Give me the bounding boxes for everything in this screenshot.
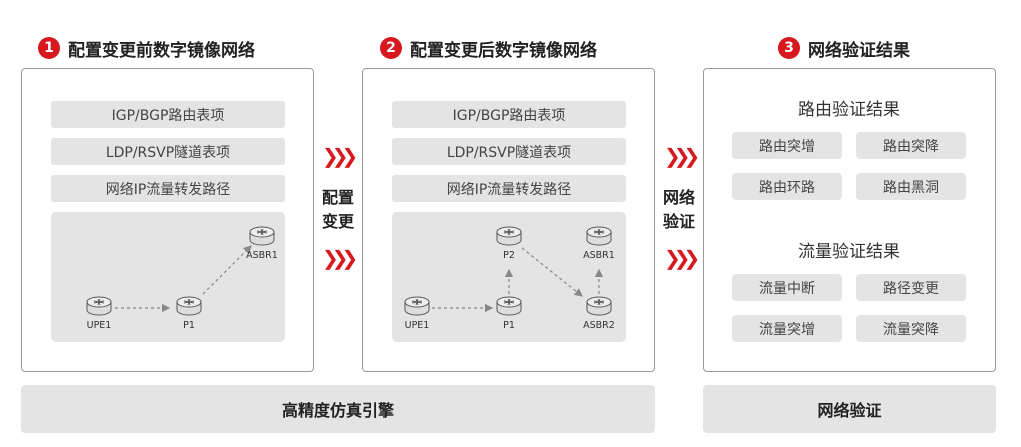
step-number-badge: 1 xyxy=(38,37,60,59)
node-label: ASBR1 xyxy=(246,250,278,261)
section-heading-before: 1 配置变更前数字镜像网络 xyxy=(38,36,255,61)
node-label: ASBR2 xyxy=(583,320,615,331)
table-bar-ldp-rsvp: LDP/RSVP隧道表项 xyxy=(392,138,626,165)
router-icon xyxy=(249,226,275,246)
network-verify-label-line2: 验证 xyxy=(662,212,695,231)
chevron-arrow-icon: ❯❯❯ xyxy=(664,144,700,168)
result-tag: 路由环路 xyxy=(732,173,842,200)
link-p2-asbr2 xyxy=(521,247,583,297)
config-change-label: 配置 变更 xyxy=(314,186,362,234)
router-icon xyxy=(176,296,202,316)
node-label: ASBR1 xyxy=(583,250,615,261)
result-tag: 路由黑洞 xyxy=(856,173,966,200)
node-label: P1 xyxy=(503,320,515,331)
table-bar-igp-bgp: IGP/BGP路由表项 xyxy=(392,101,626,128)
node-label: P2 xyxy=(503,250,515,261)
config-change-label-line1: 配置 xyxy=(321,188,354,207)
node-label: UPE1 xyxy=(405,320,430,331)
topology-before: UPE1 P1 ASBR1 xyxy=(51,212,285,342)
panel-before: IGP/BGP路由表项 LDP/RSVP隧道表项 网络IP流量转发路径 xyxy=(21,68,314,372)
config-change-label-line2: 变更 xyxy=(321,212,354,231)
network-verify-label-line1: 网络 xyxy=(662,188,695,207)
section-title: 配置变更后数字镜像网络 xyxy=(410,40,597,61)
chevron-arrow-icon: ❯❯❯ xyxy=(664,246,700,270)
result-tag: 流量突降 xyxy=(856,315,966,342)
network-verify-bar: 网络验证 xyxy=(703,385,996,433)
table-bar-igp-bgp: IGP/BGP路由表项 xyxy=(51,101,285,128)
step-number-badge: 3 xyxy=(778,37,800,59)
simulation-engine-bar: 高精度仿真引擎 xyxy=(21,385,655,433)
chevron-arrow-icon: ❯❯❯ xyxy=(322,246,358,270)
result-tag: 路由突增 xyxy=(732,132,842,159)
router-icon xyxy=(86,296,112,316)
router-icon xyxy=(404,296,430,316)
panel-results: 路由验证结果 路由突增 路由突降 路由环路 路由黑洞 流量验证结果 流量中断 路… xyxy=(703,68,996,372)
step-number-badge: 2 xyxy=(380,37,402,59)
chevron-arrow-icon: ❯❯❯ xyxy=(322,144,358,168)
table-bar-ldp-rsvp: LDP/RSVP隧道表项 xyxy=(51,138,285,165)
result-tag: 流量中断 xyxy=(732,274,842,301)
traffic-results-title: 流量验证结果 xyxy=(798,242,900,262)
result-tag: 路径变更 xyxy=(856,274,966,301)
router-icon xyxy=(586,296,612,316)
network-verify-label: 网络 验证 xyxy=(655,186,703,234)
section-heading-after: 2 配置变更后数字镜像网络 xyxy=(380,36,597,61)
router-icon xyxy=(496,226,522,246)
result-tag: 流量突增 xyxy=(732,315,842,342)
router-icon xyxy=(496,296,522,316)
link-p1-asbr1 xyxy=(202,245,252,295)
topology-after: UPE1 P1 P2 ASBR1 ASBR2 xyxy=(392,212,626,342)
node-label: P1 xyxy=(183,320,195,331)
route-results-title: 路由验证结果 xyxy=(798,100,900,120)
section-heading-results: 3 网络验证结果 xyxy=(778,36,910,61)
router-icon xyxy=(586,226,612,246)
section-title: 配置变更前数字镜像网络 xyxy=(68,40,255,61)
section-title: 网络验证结果 xyxy=(808,40,910,61)
panel-after: IGP/BGP路由表项 LDP/RSVP隧道表项 网络IP流量转发路径 xyxy=(362,68,655,372)
node-label: UPE1 xyxy=(87,320,112,331)
table-bar-traffic-path: 网络IP流量转发路径 xyxy=(51,175,285,202)
result-tag: 路由突降 xyxy=(856,132,966,159)
table-bar-traffic-path: 网络IP流量转发路径 xyxy=(392,175,626,202)
